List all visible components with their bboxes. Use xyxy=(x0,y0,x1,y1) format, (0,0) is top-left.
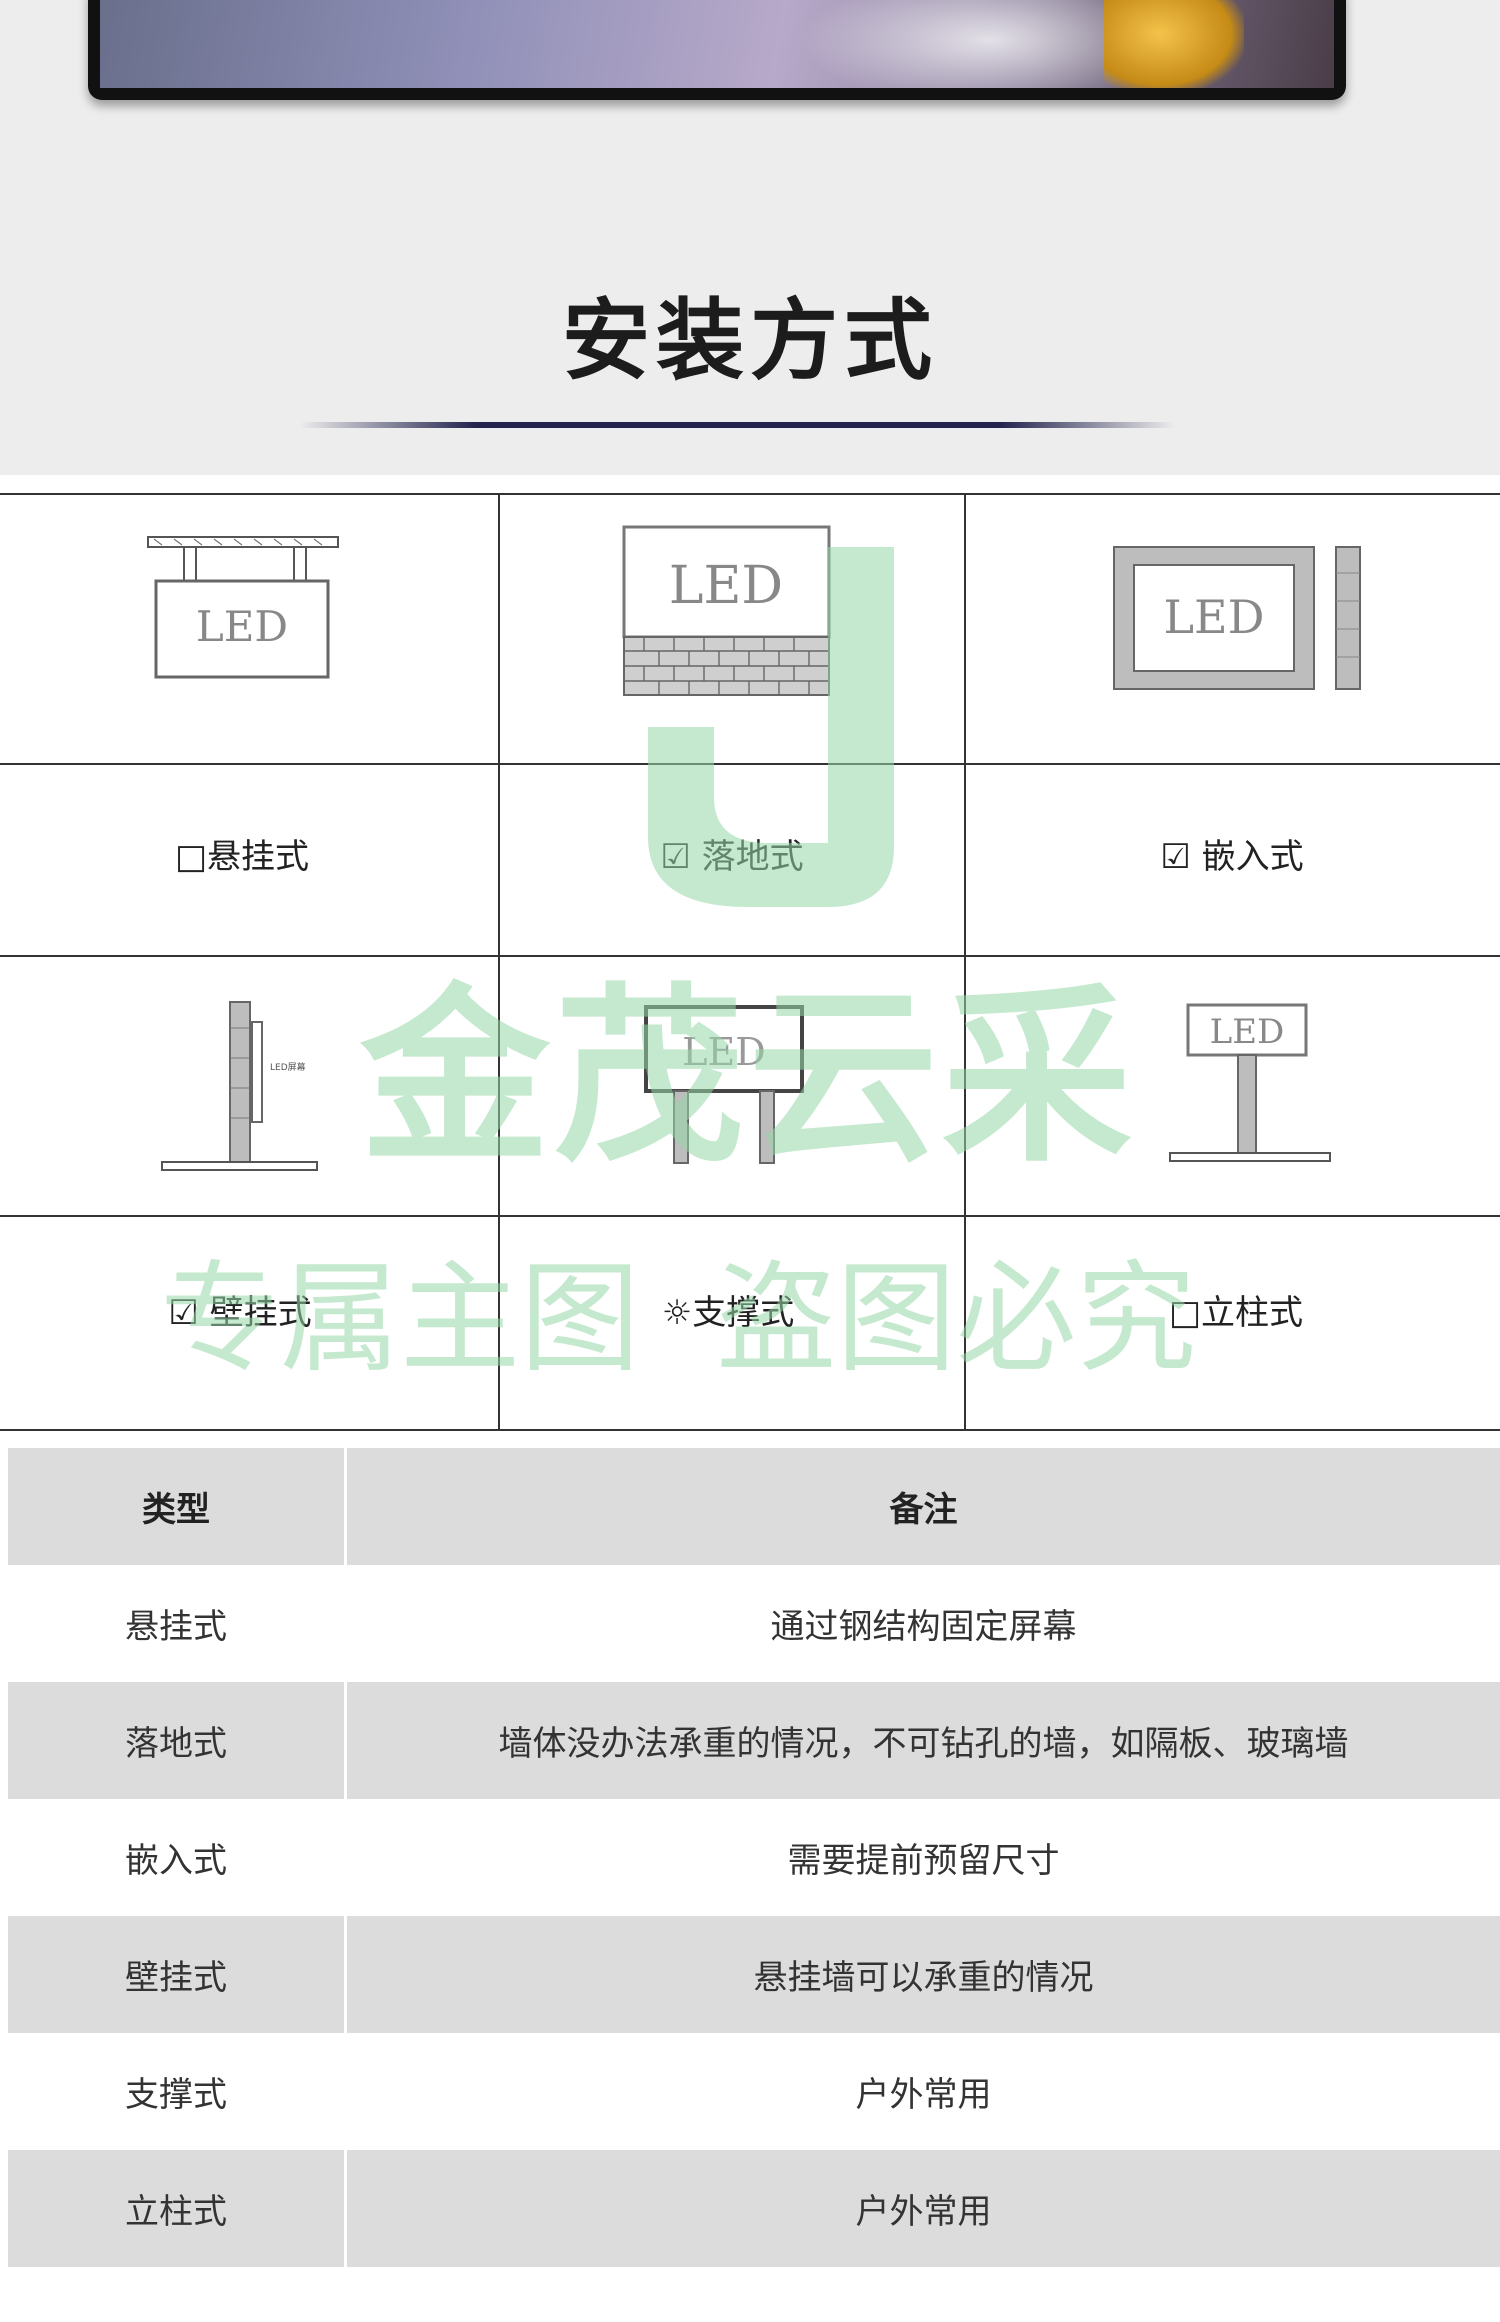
table-row: 壁挂式 悬挂墙可以承重的情况 xyxy=(8,1916,1500,2033)
svg-text:LED: LED xyxy=(669,556,783,616)
table-row: 嵌入式 需要提前预留尺寸 xyxy=(125,1841,1060,1881)
svg-text:LED屏幕: LED屏幕 xyxy=(270,1061,306,1073)
pillar-led-icon: LED xyxy=(1169,1003,1331,1162)
table-row: 立柱式 户外常用 xyxy=(8,2150,1500,2267)
label-hanging: □悬挂式 xyxy=(174,837,310,877)
label-wall-mounted: ☑ 壁挂式 xyxy=(168,1293,312,1333)
header-type: 类型 xyxy=(142,1490,210,1530)
label-pillar: □立柱式 xyxy=(1168,1293,1304,1333)
table-row: 落地式 墙体没办法承重的情况，不可钻孔的墙，如隔板、玻璃墙 xyxy=(8,1682,1500,1799)
svg-text:LED: LED xyxy=(682,1030,765,1074)
install-type-grid: LED LED LED □悬挂式 ☑ 落地式 ☑ 嵌入式 LED屏幕 xyxy=(0,493,1500,1431)
svg-text:LED: LED xyxy=(1163,590,1264,644)
header-section: 安装方式 xyxy=(0,0,1500,475)
table-row: 支撑式 户外常用 xyxy=(125,2075,992,2115)
page-title: 安装方式 xyxy=(561,289,938,392)
svg-text:LED: LED xyxy=(1210,1012,1285,1052)
table-header: 类型 备注 xyxy=(8,1448,1500,1565)
title-underline xyxy=(300,422,1175,428)
label-embedded: ☑ 嵌入式 xyxy=(1160,837,1304,877)
wall-mounted-led-icon: LED屏幕 xyxy=(161,1001,318,1171)
label-support: ☼支撑式 xyxy=(661,1293,795,1333)
header-note: 备注 xyxy=(889,1490,958,1530)
support-led-icon: LED xyxy=(644,1005,804,1164)
banner-image xyxy=(88,0,1346,100)
table-row: 悬挂式 通过钢结构固定屏幕 xyxy=(125,1607,1077,1647)
label-floor-standing: ☑ 落地式 xyxy=(660,837,804,877)
floor-standing-led-icon: LED xyxy=(622,525,831,696)
hanging-led-icon: LED xyxy=(147,536,339,679)
embedded-led-icon: LED xyxy=(1113,546,1361,690)
led-text: LED xyxy=(196,602,288,651)
